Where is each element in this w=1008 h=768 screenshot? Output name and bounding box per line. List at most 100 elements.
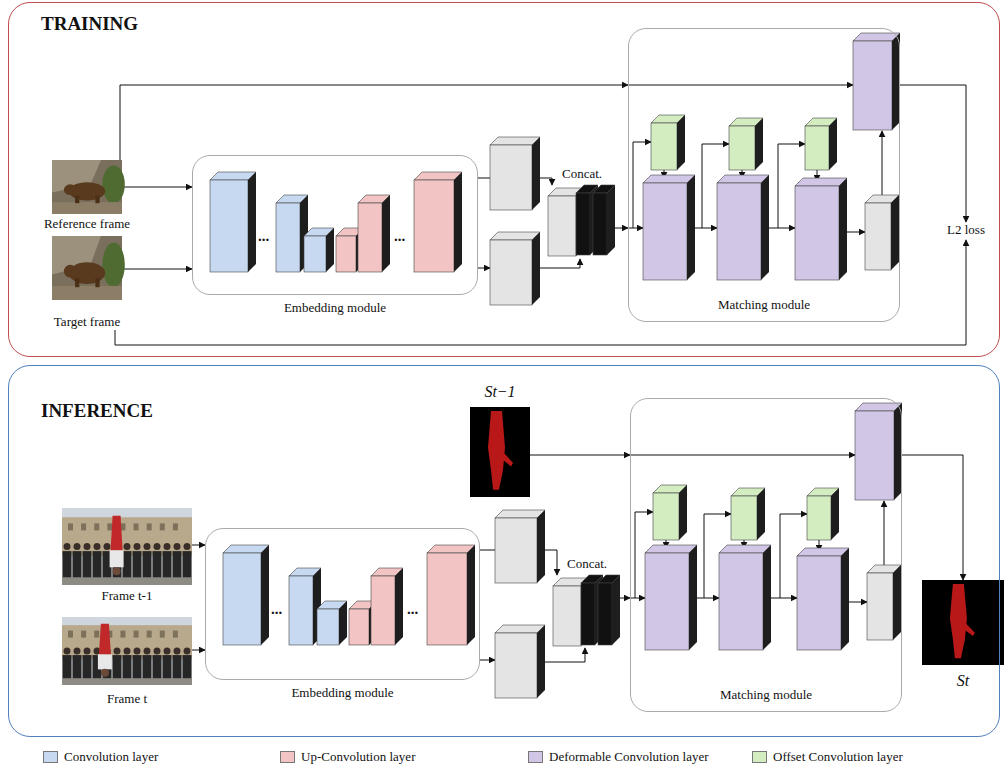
concat-label: Concat. — [567, 556, 607, 572]
convolution-layer — [304, 236, 326, 272]
person-head — [154, 648, 161, 655]
legend-item: Up-Convolution layer — [280, 750, 415, 764]
module-box: Embedding module — [205, 528, 480, 680]
up-convolution-layer-side — [454, 172, 462, 272]
segmentation-mask — [922, 580, 1004, 665]
feature-map — [495, 633, 537, 698]
window — [160, 631, 165, 638]
dancer-head — [101, 669, 109, 677]
feature-map-top — [490, 232, 540, 240]
module-label: Embedding module — [291, 685, 393, 701]
convolution-layer-side — [248, 172, 256, 272]
offset-convolution-layer — [651, 123, 677, 170]
convolution-layer — [210, 180, 248, 272]
legend-text: Up-Convolution layer — [301, 749, 415, 764]
legend-item: Deformable Convolution layer — [528, 750, 709, 764]
up-convolution-layer-side — [467, 545, 475, 645]
deformable-convolution-layer — [797, 556, 841, 650]
up-convolution-layer-side — [395, 568, 403, 645]
person-head — [154, 543, 161, 550]
deformable-convolution-layer-side — [894, 403, 902, 500]
window — [134, 631, 139, 638]
building — [62, 625, 192, 659]
concat-slab — [576, 193, 590, 255]
person-head — [164, 543, 171, 550]
offset-convolution-layer-side — [831, 488, 839, 540]
up-convolution-layer — [349, 609, 369, 645]
deformable-convolution-layer-top — [645, 545, 697, 553]
offset-convolution-layer — [807, 496, 831, 540]
window — [68, 631, 73, 638]
flow-line — [478, 268, 490, 269]
person-head — [74, 543, 81, 550]
loss-label: L2 loss — [947, 222, 985, 238]
deformable-convolution-layer-top — [797, 548, 849, 556]
flow-line — [480, 660, 495, 661]
window — [94, 523, 99, 530]
dancer-body — [98, 654, 112, 669]
flow-line — [697, 598, 719, 599]
legend-text: Offset Convolution layer — [773, 749, 903, 764]
offset-convolution-layer — [805, 126, 829, 170]
flow-line — [847, 232, 865, 233]
deformable-convolution-layer-top — [643, 175, 695, 183]
person-head — [174, 648, 181, 655]
concat-block: Concat. — [553, 575, 615, 645]
feature-map-side — [537, 510, 545, 583]
concat-slab — [581, 583, 595, 645]
image-frame: Frame t-1 — [62, 508, 192, 604]
person-head — [124, 543, 131, 550]
connector — [192, 545, 205, 546]
image-frame: Target frame — [52, 236, 122, 330]
person-head — [94, 543, 101, 550]
dancer-body — [110, 550, 124, 567]
offset-convolution-layer-side — [829, 118, 837, 170]
convolution-layer-side — [326, 228, 334, 272]
person-head — [164, 648, 171, 655]
feature-map — [548, 196, 576, 256]
module-box: Matching module — [628, 28, 900, 322]
up-convolution-layer — [414, 180, 454, 272]
dancer-head — [113, 567, 121, 575]
feature-map — [865, 203, 891, 270]
module-label: Matching module — [718, 297, 810, 313]
legend-item: Convolution layer — [43, 750, 158, 764]
image-frame: Reference frame — [52, 160, 122, 232]
convolution-layer-side — [339, 601, 347, 645]
deformable-convolution-layer — [719, 553, 763, 650]
window — [134, 523, 139, 530]
mask-arm — [502, 452, 513, 466]
deformable-convolution-layer-side — [892, 33, 900, 130]
window — [147, 523, 152, 530]
person-head — [134, 543, 141, 550]
window — [147, 631, 152, 638]
segmentation-mask — [470, 407, 530, 497]
concat-label: Concat. — [562, 166, 602, 182]
dancer-legs — [111, 516, 123, 551]
convolution-layer-side — [261, 545, 269, 645]
ground — [52, 286, 122, 300]
ellipsis-mark: ... — [394, 228, 405, 244]
concat-slab-side — [612, 575, 620, 645]
feature-map-side — [893, 565, 901, 640]
person-head — [134, 648, 141, 655]
flow-line — [769, 228, 795, 229]
window — [68, 523, 73, 530]
ground — [62, 678, 192, 685]
feature-map — [495, 518, 537, 583]
concat-block: Concat. — [548, 185, 610, 256]
offset-convolution-layer-side — [757, 488, 765, 540]
feature-map-top — [495, 510, 545, 518]
person-head — [64, 648, 71, 655]
person-head — [144, 648, 151, 655]
caption: Frame t-1 — [102, 588, 153, 604]
legend-item: Offset Convolution layer — [752, 750, 903, 764]
bear-leg — [75, 196, 79, 204]
convolution-layer — [276, 203, 300, 272]
deformable-convolution-layer — [795, 186, 839, 280]
module-label: Matching module — [720, 687, 812, 703]
person-head — [144, 543, 151, 550]
photo-background — [62, 508, 192, 585]
feature-map-top — [490, 137, 540, 145]
person-head — [124, 648, 131, 655]
